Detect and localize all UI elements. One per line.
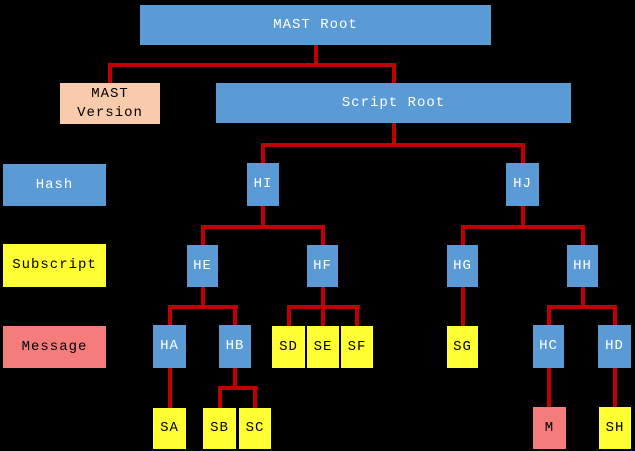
node-label: HF — [313, 257, 332, 274]
edge-segment — [233, 368, 237, 390]
edge-segment — [321, 225, 325, 245]
edge-segment — [261, 143, 265, 163]
node-mast-version: MAST Version — [60, 83, 160, 124]
edge-segment — [392, 63, 396, 83]
node-label: Script Root — [341, 94, 446, 111]
node-label: HA — [160, 338, 179, 355]
edge-segment — [521, 143, 525, 163]
node-label: HC — [539, 338, 558, 355]
node-label: HE — [193, 257, 212, 274]
edge-segment — [321, 305, 325, 326]
node-label: SD — [279, 338, 298, 355]
node-label: HJ — [513, 176, 532, 193]
edge-segment — [218, 386, 258, 390]
legend-message: Message — [3, 326, 106, 368]
edge-segment — [287, 305, 291, 326]
edge-segment — [218, 386, 222, 408]
node-HE: HE — [187, 245, 218, 287]
node-label: SG — [453, 338, 472, 355]
node-script-root: Script Root — [216, 83, 571, 123]
edge-segment — [168, 305, 172, 325]
node-HA: HA — [153, 325, 186, 368]
edge-segment — [201, 287, 205, 309]
node-label: SF — [347, 338, 367, 355]
node-HH: HH — [567, 245, 598, 287]
edge-segment — [168, 305, 238, 309]
edge-segment — [461, 225, 465, 245]
legend-hash: Hash — [3, 164, 106, 206]
edge-segment — [261, 143, 525, 147]
edge-segment — [321, 287, 325, 309]
node-SC: SC — [239, 408, 271, 449]
node-label: HB — [225, 338, 245, 355]
node-HB: HB — [219, 325, 251, 368]
node-HD: HD — [598, 325, 631, 368]
node-label: SE — [313, 338, 333, 355]
edge-segment — [613, 305, 617, 325]
node-label: HG — [453, 257, 472, 274]
edge-segment — [314, 45, 318, 67]
edge-segment — [108, 63, 112, 83]
node-label: Hash — [35, 176, 74, 193]
node-label: SB — [210, 420, 229, 437]
edge-segment — [168, 368, 172, 408]
node-SE: SE — [307, 326, 339, 368]
node-M: M — [533, 407, 566, 449]
node-label: HH — [573, 257, 592, 274]
node-HG: HG — [447, 245, 478, 287]
node-HI: HI — [247, 163, 279, 206]
node-label: SC — [245, 420, 265, 437]
edge-segment — [355, 305, 359, 326]
node-label: MAST Version — [77, 85, 143, 121]
edge-segment — [253, 386, 257, 408]
node-SB: SB — [203, 408, 236, 449]
node-mast-root: MAST Root — [140, 5, 491, 45]
node-HJ: HJ — [506, 163, 539, 206]
edge-segment — [233, 305, 237, 325]
node-SF: SF — [341, 326, 373, 368]
node-SG: SG — [447, 326, 478, 368]
edge-segment — [201, 225, 205, 245]
node-SA: SA — [153, 408, 186, 449]
node-SH: SH — [599, 407, 631, 449]
edge-segment — [108, 63, 396, 67]
node-label: MAST Root — [273, 16, 358, 33]
edge-segment — [547, 305, 617, 309]
edge-segment — [461, 287, 465, 326]
edge-segment — [461, 225, 585, 229]
legend-subscript: Subscript — [3, 244, 106, 287]
node-label: HD — [605, 338, 624, 355]
edge-segment — [521, 206, 525, 229]
edge-segment — [392, 123, 396, 147]
edge-segment — [547, 368, 551, 407]
node-HC: HC — [533, 325, 564, 368]
node-label: HI — [253, 176, 273, 193]
edge-segment — [581, 225, 585, 245]
edge-segment — [547, 305, 551, 325]
node-label: M — [544, 419, 555, 436]
node-label: Message — [21, 338, 88, 355]
node-HF: HF — [307, 245, 338, 287]
node-label: Subscript — [12, 257, 97, 274]
edge-segment — [581, 287, 585, 309]
edge-segment — [613, 368, 617, 407]
edge-segment — [261, 206, 265, 229]
node-SD: SD — [272, 326, 305, 368]
node-label: SA — [160, 420, 179, 437]
node-label: SH — [605, 419, 625, 436]
edge-segment — [201, 225, 325, 229]
